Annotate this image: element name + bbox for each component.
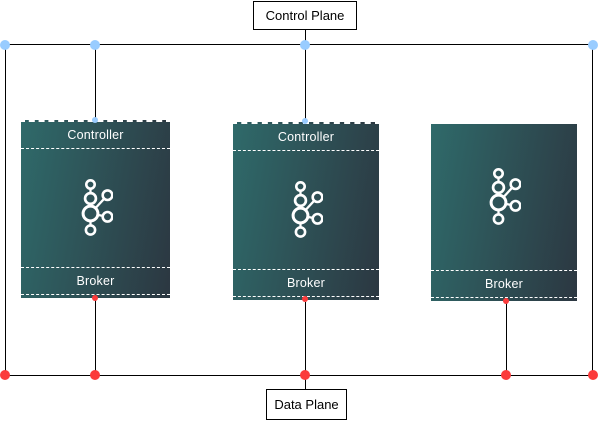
kafka-node-1: Controller Broker: [19, 120, 172, 300]
data-plane-label-text: Data Plane: [274, 397, 339, 412]
data-plane-connection-dot: [0, 370, 10, 380]
node-data-port-dot: [503, 298, 509, 304]
node2-controller-section: Controller: [233, 124, 379, 151]
control-plane-label-text: Control Plane: [265, 8, 345, 23]
controller-label: Controller: [277, 130, 335, 144]
data-plane-connection-dot: [90, 370, 100, 380]
broker-label: Broker: [484, 277, 524, 291]
control-label-connector: [305, 30, 306, 44]
node2-broker-section: Broker: [233, 269, 379, 297]
kafka-node-2: Controller Broker: [231, 122, 381, 302]
node-data-port-dot: [92, 295, 98, 301]
node1-body: [21, 149, 170, 267]
kafka-node-3: Broker: [429, 122, 579, 303]
control-plane-connection-dot: [300, 39, 310, 50]
node3-broker-connector: [506, 303, 507, 375]
node-data-port-dot: [302, 296, 308, 302]
data-plane-connection-dot: [588, 370, 598, 380]
node3-broker-section: Broker: [431, 270, 577, 298]
right-edge-line: [592, 44, 593, 375]
control-plane-connection-dot: [588, 39, 598, 50]
broker-label: Broker: [286, 276, 326, 290]
node1-broker-connector: [95, 300, 96, 375]
data-plane-bus-line: [5, 375, 593, 376]
data-label-connector: [305, 375, 306, 389]
node1-controller-connector: [95, 44, 96, 120]
kafka-logo-icon: [81, 179, 113, 236]
data-plane-connection-dot: [501, 370, 511, 380]
node2-body: [233, 151, 379, 269]
controller-label: Controller: [67, 128, 124, 142]
control-plane-connection-dot: [0, 39, 10, 50]
control-plane-bus-line: [5, 44, 593, 45]
node-control-port-dot: [302, 118, 308, 124]
node1-controller-section: Controller: [21, 122, 170, 149]
data-plane-connection-dot: [300, 370, 310, 380]
control-plane-connection-dot: [90, 39, 100, 50]
control-plane-label: Control Plane: [253, 1, 357, 30]
node2-controller-connector: [305, 44, 306, 122]
kafka-logo-icon: [291, 181, 323, 238]
left-edge-line: [5, 44, 6, 375]
node1-broker-section: Broker: [21, 267, 170, 295]
node3-body: [431, 124, 577, 270]
kafka-logo-icon: [489, 168, 521, 225]
broker-label: Broker: [76, 274, 115, 288]
data-plane-label: Data Plane: [266, 389, 347, 420]
node2-broker-connector: [305, 302, 306, 375]
node-control-port-dot: [92, 117, 98, 123]
